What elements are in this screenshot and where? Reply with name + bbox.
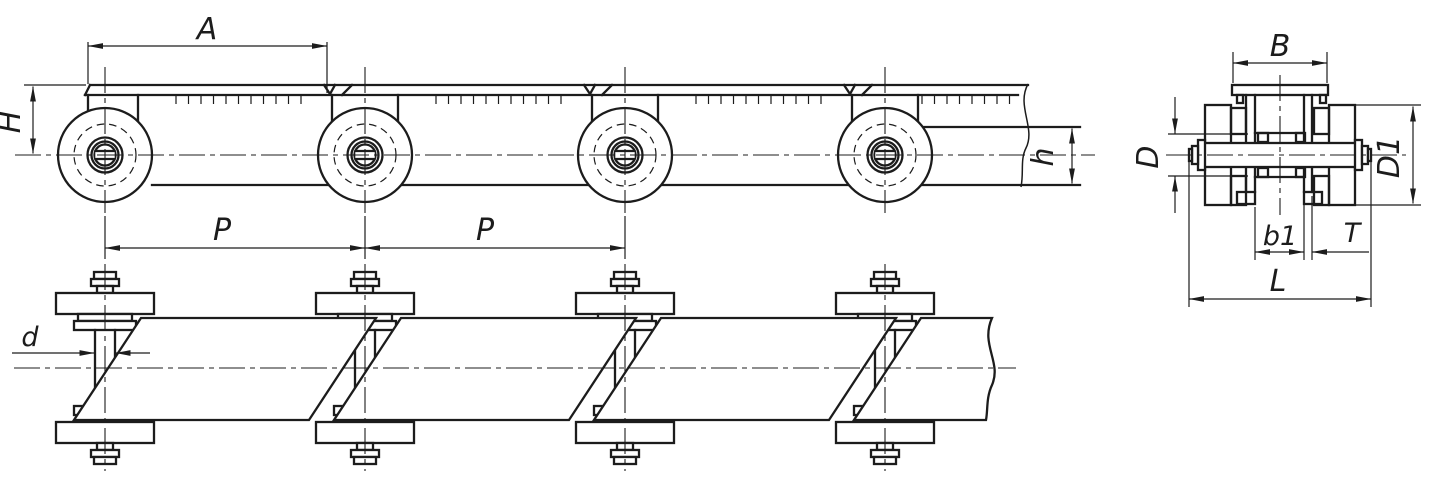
dim-label-L: L xyxy=(1270,264,1287,299)
serration-ticks xyxy=(175,95,1011,104)
slat-plate-2 xyxy=(331,316,639,422)
dim-H: H xyxy=(0,84,86,154)
dim-b1: b1 xyxy=(1254,196,1313,260)
dim-P2: P xyxy=(364,213,626,259)
break-line-side xyxy=(1020,83,1030,188)
dim-d: d xyxy=(12,322,150,356)
dim-P1: P xyxy=(104,213,366,259)
section-centerlines xyxy=(1166,75,1406,215)
dim-B: B xyxy=(1232,29,1328,83)
section-view: B D D1 b1 T xyxy=(1131,29,1421,307)
dim-D1: D1 xyxy=(1356,104,1421,206)
dim-label-D1: D1 xyxy=(1372,136,1407,178)
dim-label-A: A xyxy=(195,12,218,47)
plan-centerlines xyxy=(14,264,1016,471)
slat-plate-1 xyxy=(71,316,379,422)
dim-label-P1: P xyxy=(213,213,232,248)
slat-joint-marks xyxy=(322,83,874,97)
dim-label-b1: b1 xyxy=(1263,221,1297,252)
slat-plate-3 xyxy=(591,316,899,422)
dim-label-D: D xyxy=(1131,145,1166,168)
side-centerlines xyxy=(15,67,1095,213)
slat-plate-4-with-break xyxy=(851,316,996,422)
dim-label-B: B xyxy=(1270,29,1291,64)
dim-label-T: T xyxy=(1344,218,1363,249)
slat-plates-plan xyxy=(71,316,996,422)
dim-L: L xyxy=(1188,148,1372,307)
dim-D: D xyxy=(1131,97,1248,213)
dim-label-h: h xyxy=(1026,147,1061,166)
dim-label-P2: P xyxy=(476,213,495,248)
plan-view: d xyxy=(12,264,1016,471)
dim-label-H: H xyxy=(0,111,28,134)
side-view: A H P P h xyxy=(0,12,1095,259)
dim-label-d: d xyxy=(21,322,39,353)
dim-h: h xyxy=(1026,128,1075,184)
slat-brackets xyxy=(86,93,920,137)
dim-A: A xyxy=(87,12,328,93)
dim-T: T xyxy=(1311,218,1369,255)
